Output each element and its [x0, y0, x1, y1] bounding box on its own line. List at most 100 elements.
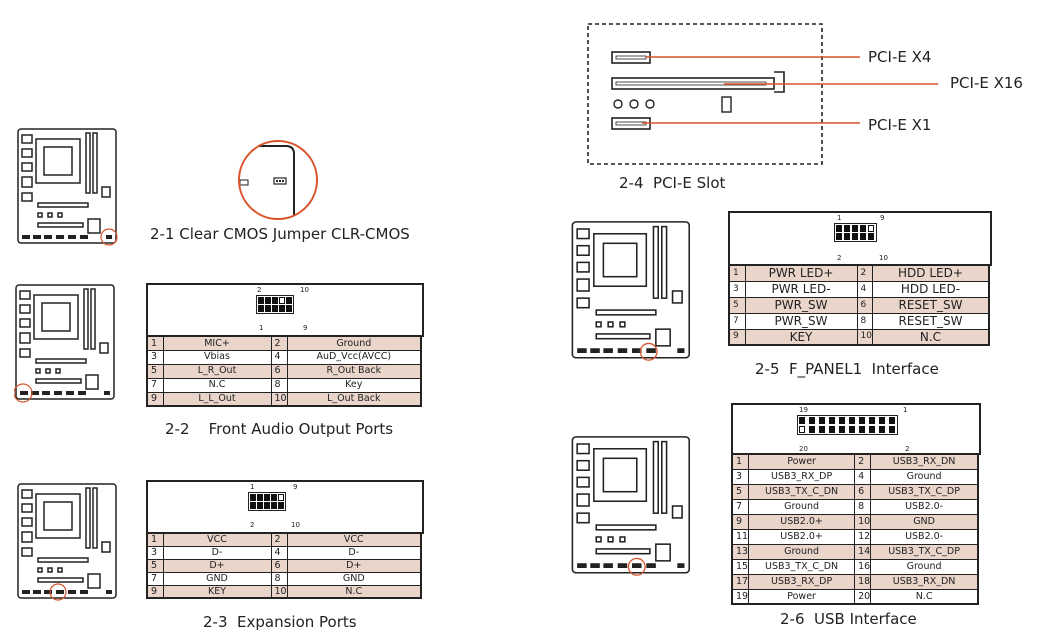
usb-pin-label-top-left: 19 [799, 406, 808, 414]
pin-number: 12 [854, 528, 872, 545]
pin-signal: GND [162, 571, 272, 586]
expansion-pin-label-top-right: 9 [293, 483, 298, 491]
pin-number: 7 [731, 498, 750, 515]
pin-number: 19 [731, 588, 750, 605]
pin-number: 4 [270, 349, 288, 365]
pcie-caption: 2-4 PCI-E Slot [619, 174, 726, 192]
pcie-slot-icon [587, 23, 938, 165]
pin-number: 1 [728, 264, 746, 282]
pin-number: 7 [728, 312, 746, 330]
pin-signal: VCC [286, 532, 422, 547]
fpanel-caption: 2-5 F_PANEL1 Interface [755, 360, 939, 378]
highlight-circle-icon [14, 383, 33, 403]
pin-number: 1 [146, 532, 164, 547]
pin-signal: PWR_SW [744, 312, 858, 330]
pin-signal: USB3_TX_C_DN [748, 558, 856, 575]
usb-pin-label-bottom-right: 2 [905, 445, 910, 453]
pin-number: 4 [270, 545, 288, 560]
pin-signal: USB2.0+ [748, 513, 856, 530]
pin-signal: AuD_Vcc(AVCC) [286, 349, 422, 365]
pin-number: 8 [856, 312, 873, 330]
pin-signal: Key [286, 377, 422, 393]
pin-signal: Power [748, 588, 856, 605]
pin-signal: Ground [870, 468, 979, 485]
pin-signal: L_R_Out [162, 363, 272, 379]
pin-signal: USB3_RX_DN [870, 573, 979, 590]
pin-signal: Ground [286, 335, 422, 351]
pin-number: 4 [854, 468, 872, 485]
pin-signal: N.C [162, 377, 272, 393]
pin-number: 13 [731, 543, 750, 560]
pin-number: 10 [270, 584, 288, 599]
pin-signal: R_Out Back [286, 363, 422, 379]
pin-signal: D+ [162, 558, 272, 573]
expansion-caption: 2-3 Expansion Ports [203, 613, 357, 631]
pin-number: 5 [728, 296, 746, 314]
pin-signal: GND [286, 571, 422, 586]
pin-number: 1 [731, 453, 750, 470]
highlight-circle-icon [49, 583, 67, 601]
pin-number: 2 [270, 335, 288, 351]
expansion-pin-header-icon [248, 492, 286, 511]
pin-signal: PWR LED+ [744, 264, 858, 282]
pin-signal: USB2.0+ [748, 528, 856, 545]
expansion-header-box: 1 9 2 10 [146, 480, 424, 534]
pin-number: 9 [728, 328, 746, 346]
pin-signal: Ground [748, 543, 856, 560]
pin-signal: VCC [162, 532, 272, 547]
fpanel-pin-label-top-left: 1 [837, 214, 842, 222]
expansion-pin-label-bottom-right: 10 [291, 521, 300, 529]
pin-signal: PWR LED- [744, 280, 858, 298]
pin-signal: N.C [870, 588, 979, 605]
pin-signal: USB2.0- [870, 528, 979, 545]
pin-signal: Ground [748, 498, 856, 515]
pin-number: 18 [854, 573, 872, 590]
highlight-circle-icon [639, 342, 658, 361]
pin-signal: Vbias [162, 349, 272, 365]
expansion-pin-label-top-left: 1 [250, 483, 255, 491]
pin-signal: HDD LED- [871, 280, 990, 298]
usb-pin-label-top-right: 1 [903, 406, 908, 414]
motherboard-icon-usb [571, 436, 691, 576]
pin-signal: USB2.0- [870, 498, 979, 515]
pin-number: 3 [146, 349, 164, 365]
pin-number: 9 [731, 513, 750, 530]
pcie-x4-label: PCI-E X4 [868, 48, 932, 66]
pin-number: 2 [856, 264, 873, 282]
fpanel-pin-label-top-right: 9 [880, 214, 885, 222]
pin-number: 3 [146, 545, 164, 560]
usb-pin-header-icon [797, 415, 898, 435]
pin-signal: D+ [286, 558, 422, 573]
pin-number: 8 [270, 571, 288, 586]
pin-signal: USB3_TX_C_DN [748, 483, 856, 500]
pin-number: 6 [270, 363, 288, 379]
pin-signal: USB3_RX_DP [748, 573, 856, 590]
pin-number: 9 [146, 584, 164, 599]
pin-number: 2 [270, 532, 288, 547]
fpanel-header-box: 1 9 2 10 [728, 211, 992, 266]
cmos-jumper-zoom-icon [238, 140, 318, 220]
pin-signal: D- [162, 545, 272, 560]
fpanel-pin-label-bottom-right: 10 [879, 254, 888, 262]
motherboard-icon-expansion [17, 483, 117, 601]
pin-signal: Power [748, 453, 856, 470]
